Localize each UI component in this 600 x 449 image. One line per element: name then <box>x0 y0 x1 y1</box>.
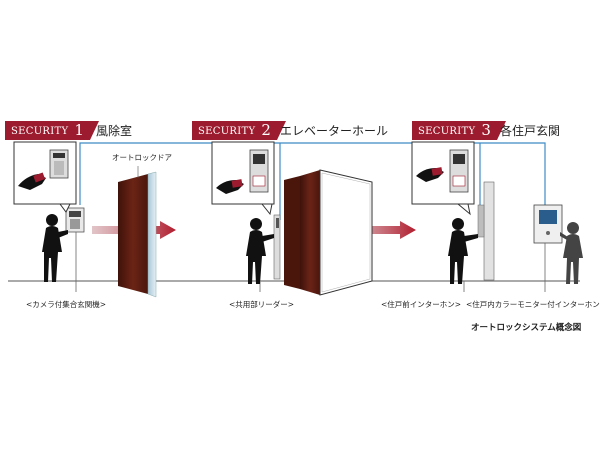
entrance-intercom-panel <box>65 207 85 292</box>
autolock-door <box>118 166 157 298</box>
inset-door-reader <box>411 141 475 216</box>
inset-keypad-card <box>13 141 77 213</box>
resident-figure <box>560 222 583 284</box>
location-label-1: 風除室 <box>96 124 133 138</box>
door-intercom-pole <box>463 181 495 292</box>
person-figure-1 <box>42 214 68 282</box>
device-label-2: <共用部リーダー> <box>229 300 295 309</box>
person-figure-2 <box>246 218 274 284</box>
indoor-color-monitor <box>533 204 563 292</box>
network-wires <box>79 142 546 220</box>
elevator-doors <box>284 169 373 296</box>
flow-arrow-2 <box>335 221 416 239</box>
diagram-caption: オートロックシステム概念図 <box>471 323 582 333</box>
device-label-3: <住戸前インターホン> <box>381 300 462 309</box>
location-label-3: 各住戸玄関 <box>500 124 561 138</box>
autolock-door-label: オートロックドア <box>112 153 172 162</box>
monitor-label: <住戸内カラーモニター付インターホン> <box>466 300 600 309</box>
inset-card-reader <box>211 141 275 216</box>
person-figure-3 <box>448 218 478 284</box>
device-label-1: <カメラ付集合玄関機> <box>26 300 107 309</box>
location-label-2: エレベーターホール <box>280 124 389 138</box>
